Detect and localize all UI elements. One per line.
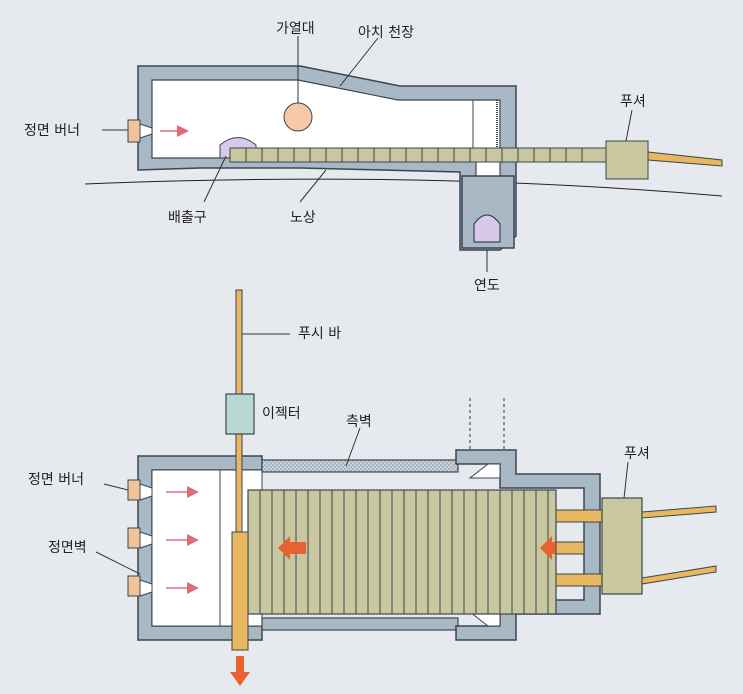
label-front-burner-top: 정면 버너	[24, 123, 80, 139]
side-wall-bottom	[261, 617, 459, 631]
front-burner-top	[127, 119, 141, 143]
flue-opening	[473, 214, 501, 243]
label-hearth: 노상	[290, 210, 316, 226]
label-front-burner-plan: 정면 버너	[28, 472, 84, 488]
label-discharge-port: 배출구	[168, 210, 207, 226]
side-wall-top	[261, 459, 459, 473]
label-pusher-top: 푸셔	[620, 94, 646, 110]
push-bar-lower	[231, 531, 249, 651]
label-pusher-plan: 푸셔	[624, 446, 650, 462]
pusher-plan	[601, 497, 643, 595]
pusher-rod-top	[647, 151, 723, 167]
hearth-billets-top	[229, 147, 609, 163]
push-bar-down-arrow	[230, 656, 250, 686]
ejector	[225, 393, 255, 435]
label-front-wall: 정면벽	[48, 540, 87, 556]
label-heating-zone: 가열대	[276, 21, 315, 37]
label-ejector: 이젝터	[262, 406, 301, 422]
bottom-plan-view: 푸시 바 이젝터 측벽 푸셔 정면 버너 정면벽	[28, 289, 717, 686]
label-push-bar: 푸시 바	[298, 326, 341, 342]
burner-flow-arrows-plan	[166, 486, 199, 594]
top-section-view: 가열대 아치 천장 정면 버너 푸셔 배출구 노상 연도	[24, 21, 723, 294]
label-arch-roof: 아치 천장	[358, 25, 414, 41]
floor-line	[84, 178, 723, 197]
pusher-rods-plan	[555, 509, 605, 587]
pusher-top	[605, 140, 649, 180]
front-burners-plan	[127, 479, 153, 597]
label-flue: 연도	[474, 278, 500, 294]
billet-move-arrow-left	[278, 536, 306, 560]
label-side-wall: 측벽	[346, 414, 372, 430]
heating-zone-circle	[283, 102, 313, 132]
